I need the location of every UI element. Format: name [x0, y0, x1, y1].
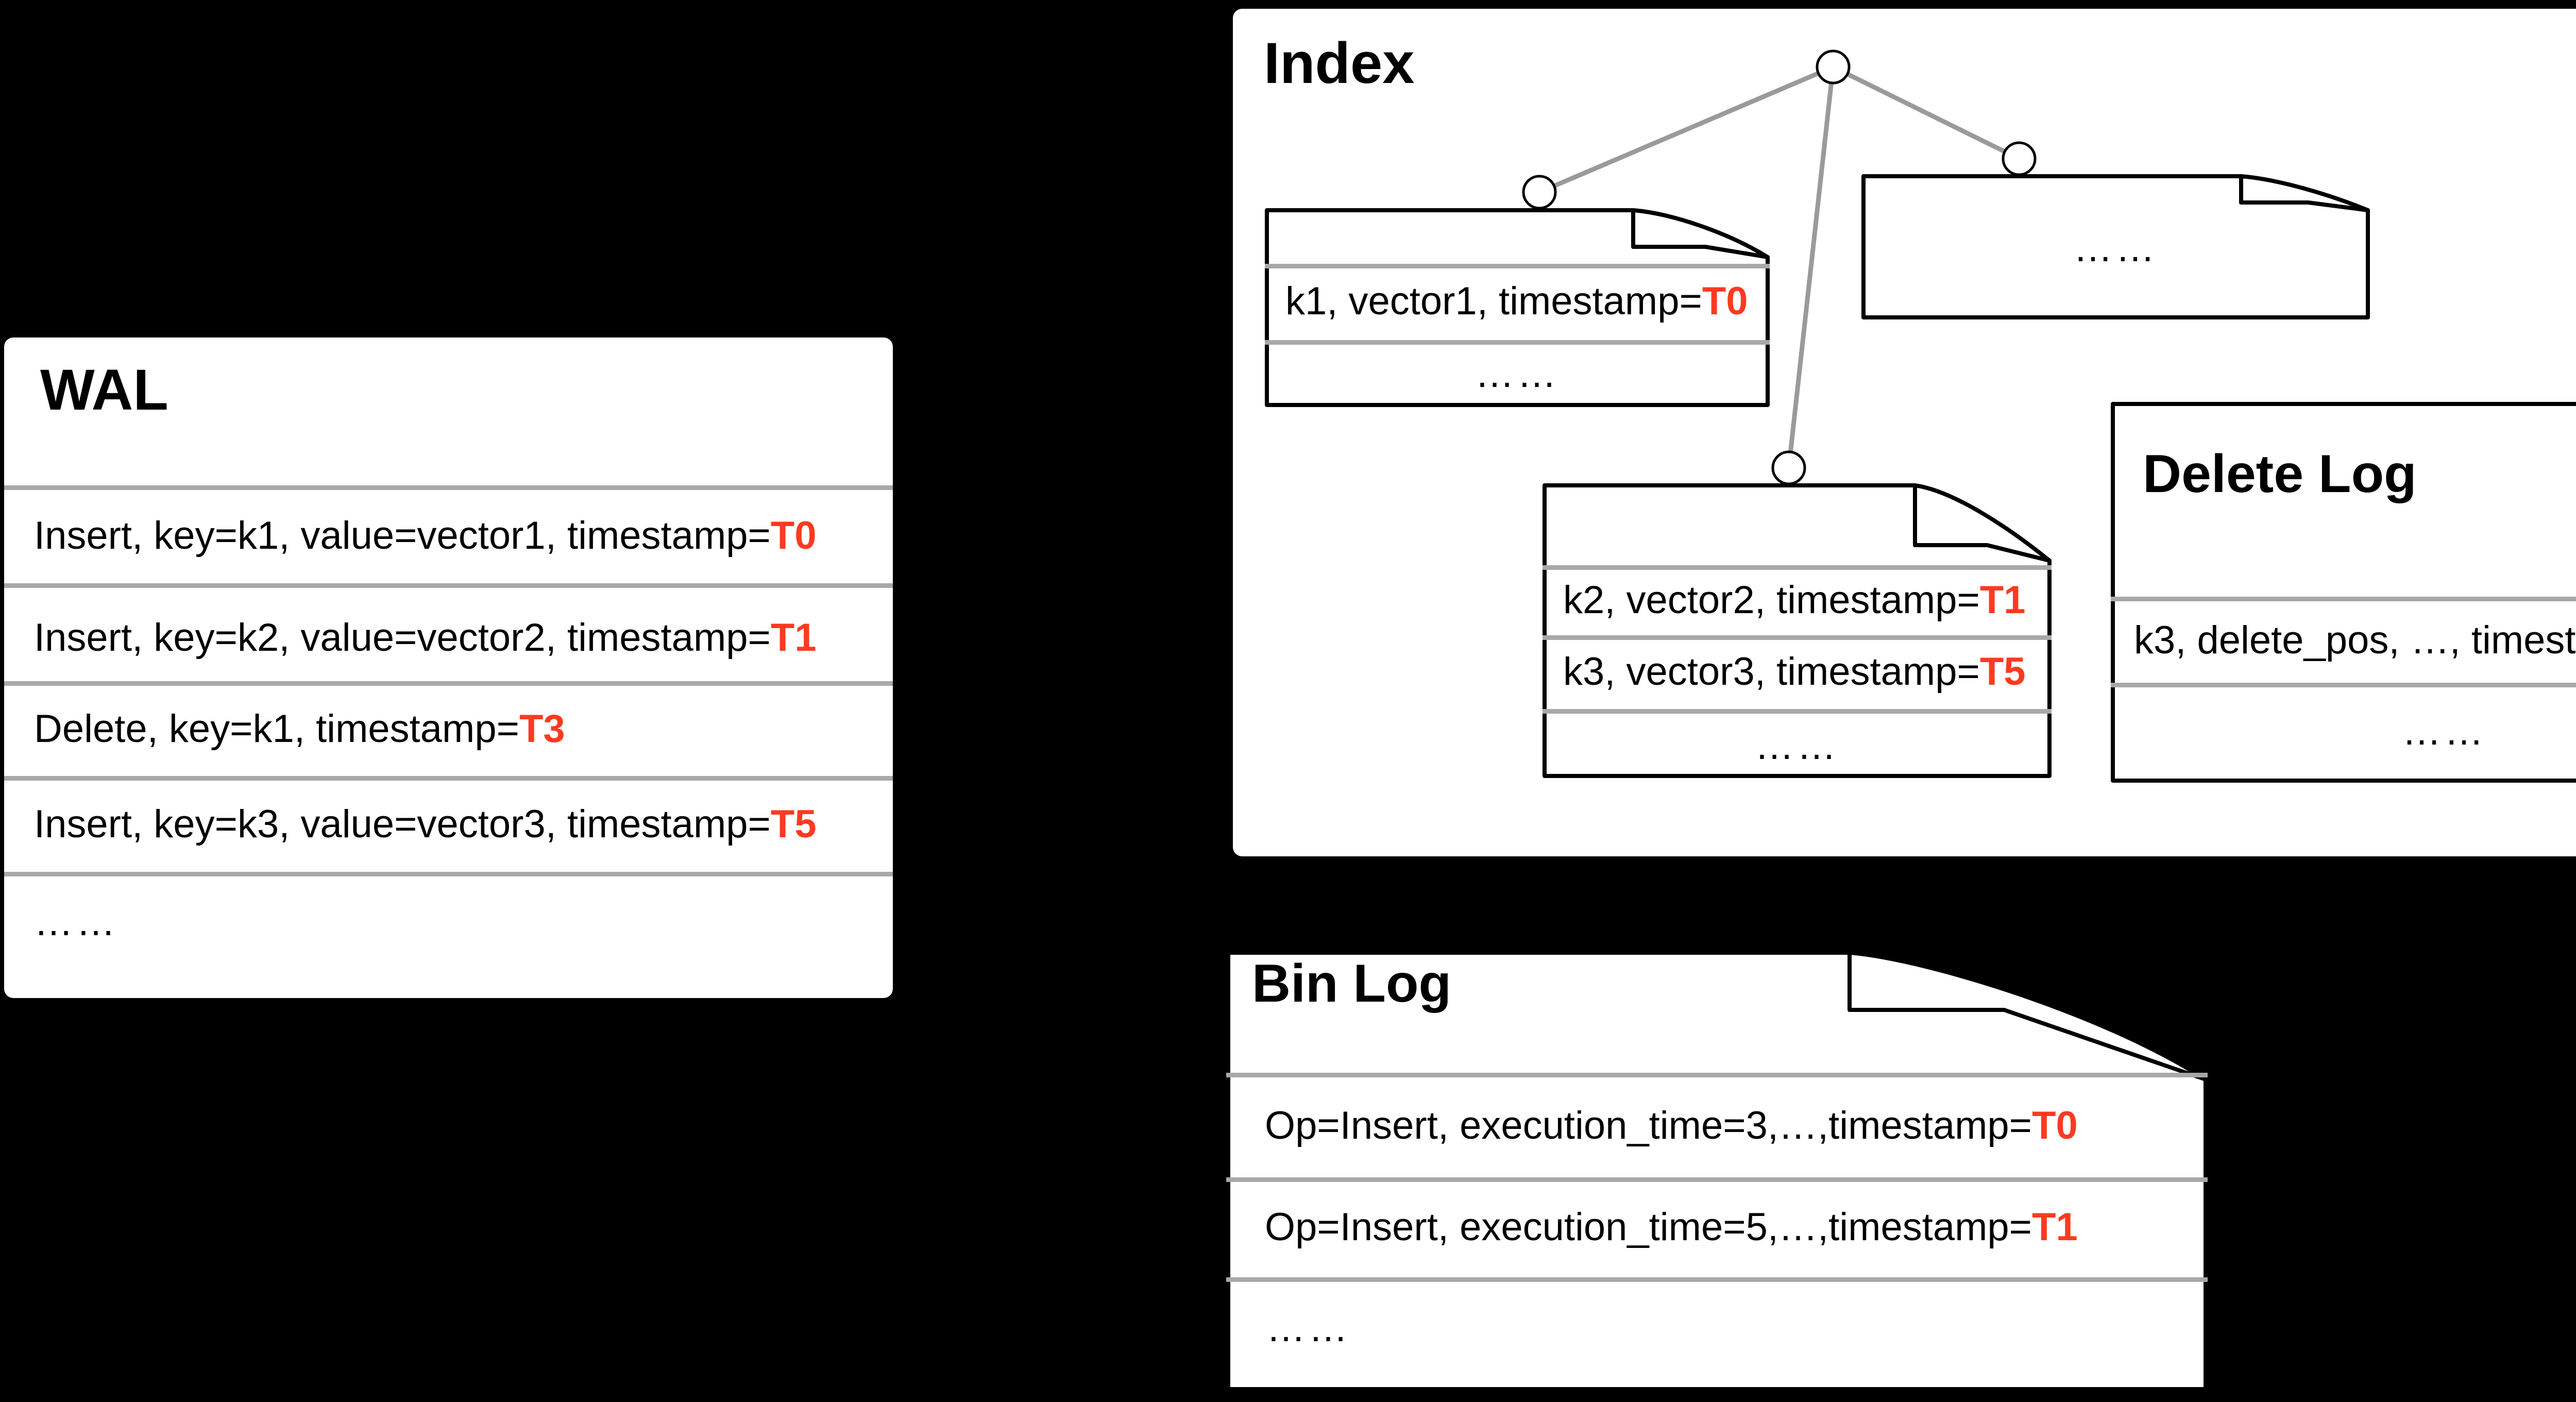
separator: [2111, 597, 2576, 601]
timestamp-value: T0: [1702, 279, 1748, 323]
separator: [1543, 709, 2052, 714]
index-left-page: k1, vector1, timestamp=T0 ……: [1265, 208, 1770, 407]
delete-log-title: Delete Log: [2143, 444, 2417, 504]
separator: [2111, 683, 2576, 687]
separator: [1543, 635, 2052, 640]
folded-corner-icon: [2239, 174, 2370, 212]
wal-more-ellipsis: ……: [34, 900, 118, 944]
wal-row: Delete, key=k1, timestamp=T3: [34, 706, 565, 752]
delete-log-row-text: k3, delete_pos, …, timestamp=: [2134, 618, 2576, 662]
wal-row-text: Insert, key=k2, value=vector2, timestamp…: [34, 616, 771, 660]
index-page-row: k1, vector1, timestamp=T0: [1285, 278, 1748, 325]
tree-left-node: [1522, 175, 1557, 210]
wal-row: Insert, key=k3, value=vector3, timestamp…: [34, 801, 817, 848]
separator: [4, 681, 893, 686]
index-middle-page: k2, vector2, timestamp=T1 k3, vector3, t…: [1543, 483, 2052, 778]
index-tree: [1522, 49, 2037, 485]
bin-log-row: Op=Insert, execution_time=3,…,timestamp=…: [1265, 1103, 2078, 1149]
page-outline: [1861, 174, 2370, 319]
separator: [1543, 565, 2052, 570]
bin-log-page: Bin Log Op=Insert, execution_time=3,…,ti…: [1226, 951, 2208, 1391]
index-page-row: k2, vector2, timestamp=T1: [1563, 577, 2026, 623]
timestamp-value: T5: [770, 802, 817, 846]
wal-row: Insert, key=k1, value=vector1, timestamp…: [34, 513, 817, 559]
tree-middle-node: [1771, 450, 1806, 485]
timestamp-value: T1: [1979, 578, 2026, 622]
index-page-row: k3, vector3, timestamp=T5: [1563, 649, 2026, 695]
timestamp-value: T1: [2032, 1205, 2078, 1249]
page-more-ellipsis: ……: [1475, 352, 1560, 396]
timestamp-value: T3: [519, 707, 565, 751]
tree-edge: [1786, 66, 1836, 468]
tree-edges: [1538, 64, 2020, 468]
index-row-text: k2, vector2, timestamp=: [1563, 578, 1980, 622]
tree-edge: [1538, 64, 1834, 195]
separator: [1265, 264, 1770, 268]
page-more-ellipsis: ……: [2402, 710, 2487, 753]
tree-root-node: [1816, 49, 1851, 85]
separator: [1226, 1073, 2208, 1077]
folded-corner-icon: [1848, 951, 2208, 1082]
bin-log-row-text: Op=Insert, execution_time=5,…,timestamp=: [1265, 1205, 2032, 1249]
separator: [4, 776, 893, 781]
index-right-page: ……: [1861, 174, 2370, 319]
page-more-ellipsis: ……: [1755, 724, 1839, 768]
wal-panel: WAL Insert, key=k1, value=vector1, times…: [4, 337, 893, 998]
page-more-ellipsis: ……: [1266, 1306, 1351, 1350]
folded-corner-icon: [1631, 208, 1770, 259]
bin-log-title: Bin Log: [1252, 954, 1452, 1014]
tree-edge: [1832, 64, 2020, 161]
page-outline: [1543, 483, 2052, 778]
delete-log-page: Delete Log k3, delete_pos, …, timestamp=…: [2111, 402, 2576, 783]
wal-row-text: Insert, key=k1, value=vector1, timestamp…: [34, 514, 771, 558]
index-title: Index: [1264, 31, 1415, 95]
wal-title: WAL: [40, 358, 168, 422]
timestamp-value: T5: [1979, 650, 2026, 694]
index-row-text: k1, vector1, timestamp=: [1285, 279, 1702, 323]
separator: [4, 583, 893, 588]
folded-corner-icon: [1913, 483, 2052, 563]
wal-row: Insert, key=k2, value=vector2, timestamp…: [34, 615, 817, 661]
page-more-ellipsis: ……: [2073, 226, 2158, 270]
separator: [1226, 1177, 2208, 1182]
timestamp-value: T1: [770, 616, 817, 660]
bin-log-row-text: Op=Insert, execution_time=3,…,timestamp=: [1265, 1104, 2032, 1147]
bin-log-row: Op=Insert, execution_time=5,…,timestamp=…: [1265, 1204, 2078, 1251]
page-outline: [1265, 208, 1770, 407]
separator: [1226, 1277, 2208, 1282]
wal-row-text: Delete, key=k1, timestamp=: [34, 707, 519, 751]
wal-row-text: Insert, key=k3, value=vector3, timestamp…: [34, 802, 771, 846]
index-row-text: k3, vector3, timestamp=: [1563, 650, 1980, 694]
timestamp-value: T0: [2032, 1104, 2078, 1147]
separator: [1265, 340, 1770, 345]
separator: [4, 872, 893, 876]
separator: [4, 485, 893, 490]
tree-right-node: [2002, 141, 2037, 176]
timestamp-value: T0: [770, 514, 817, 558]
delete-log-row: k3, delete_pos, …, timestamp=T3: [2134, 617, 2576, 664]
